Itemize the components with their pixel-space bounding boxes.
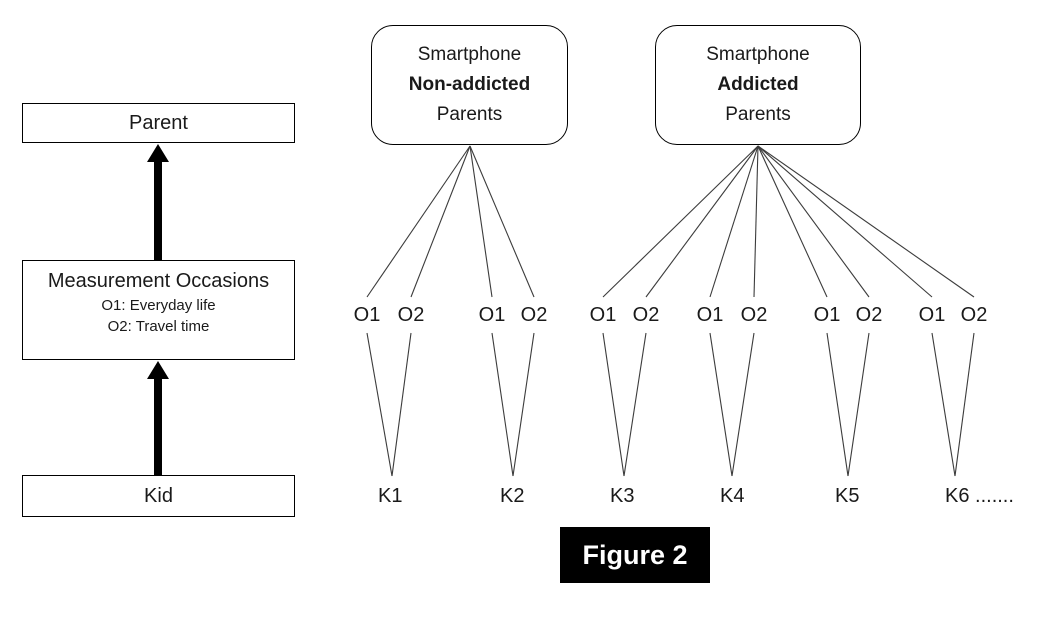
- connector-v-line: [931, 332, 956, 477]
- group2-line1: Smartphone: [706, 44, 810, 65]
- group1-line2: Non-addicted: [408, 74, 531, 95]
- connector-v-line: [602, 332, 625, 477]
- figure-caption-label: Figure 2: [582, 539, 688, 570]
- connector-fan-line-group2: [757, 145, 870, 298]
- connector-fan-line-group2: [645, 145, 759, 298]
- occasion-label-o2-pair2: O2: [520, 304, 548, 326]
- up-arrow-shaft: [154, 378, 162, 476]
- connector-fan-line-group2: [602, 145, 759, 298]
- connector-v-line: [623, 332, 647, 477]
- kid-box-label: Kid: [144, 484, 173, 507]
- connector-fan-line-group1: [469, 145, 493, 298]
- kid-label-k5: K5: [835, 485, 860, 507]
- occasion-label-o1-pair1: O1: [353, 304, 381, 326]
- connector-v-line: [366, 332, 393, 477]
- occasion-label-o1-pair4: O1: [696, 304, 724, 326]
- group-box-addicted-parents: Smartphone Addicted Parents: [655, 25, 861, 145]
- occasion-label-o2-pair3: O2: [632, 304, 660, 326]
- group1-line1: Smartphone: [417, 44, 522, 65]
- connector-v-line: [826, 332, 849, 477]
- figure-caption: Figure 2: [560, 527, 710, 583]
- kid-label-k2: K2: [500, 485, 525, 507]
- kid-label-k3: K3: [610, 485, 635, 507]
- connector-fan-line-group1: [366, 145, 471, 298]
- occasion-label-o1-pair2: O1: [478, 304, 506, 326]
- connector-fan-line-group2: [709, 145, 759, 298]
- connector-v-line: [709, 332, 733, 477]
- kid-box: Kid: [22, 475, 295, 517]
- kid-label-k1: K1: [378, 485, 403, 507]
- kid-label-k4: K4: [720, 485, 745, 507]
- connector-fan-line-group2: [757, 145, 933, 298]
- kid-label-k6: K6 .......: [945, 485, 1014, 507]
- connector-v-line: [954, 332, 975, 477]
- connector-v-line: [391, 332, 412, 477]
- parent-box: Parent: [22, 103, 295, 143]
- occasion-label-o2-pair5: O2: [855, 304, 883, 326]
- connector-fan-line-group2: [757, 145, 975, 298]
- measurement-occasions-box: Measurement Occasions O1: Everyday life …: [22, 260, 295, 360]
- group2-line3: Parents: [725, 104, 791, 125]
- connector-fan-line-group1: [469, 145, 535, 298]
- up-arrow-head: [147, 144, 169, 162]
- occasion-label-o1-pair5: O1: [813, 304, 841, 326]
- measurement-occasions-title: Measurement Occasions: [47, 270, 270, 292]
- measurement-occasion-1-label: O1: Everyday life: [101, 297, 216, 314]
- group2-line2: Addicted: [717, 74, 799, 95]
- occasion-label-o2-pair6: O2: [960, 304, 988, 326]
- connector-v-line: [491, 332, 514, 477]
- group-box-non-addicted-parents: Smartphone Non-addicted Parents: [371, 25, 568, 145]
- connector-fan-line-group2: [757, 145, 828, 298]
- up-arrow-shaft: [154, 161, 162, 260]
- parent-box-label: Parent: [129, 111, 188, 134]
- measurement-occasion-2-label: O2: Travel time: [107, 318, 210, 335]
- occasion-label-o1-pair6: O1: [918, 304, 946, 326]
- occasion-label-o1-pair3: O1: [589, 304, 617, 326]
- connector-v-line: [512, 332, 535, 477]
- connector-fan-line-group1: [410, 145, 471, 298]
- connector-v-line: [847, 332, 870, 477]
- occasion-label-o2-pair1: O2: [397, 304, 425, 326]
- connector-v-line: [731, 332, 755, 477]
- up-arrow-head: [147, 361, 169, 379]
- group1-line3: Parents: [436, 104, 503, 125]
- occasion-label-o2-pair4: O2: [740, 304, 768, 326]
- connector-fan-line-group2: [753, 145, 759, 298]
